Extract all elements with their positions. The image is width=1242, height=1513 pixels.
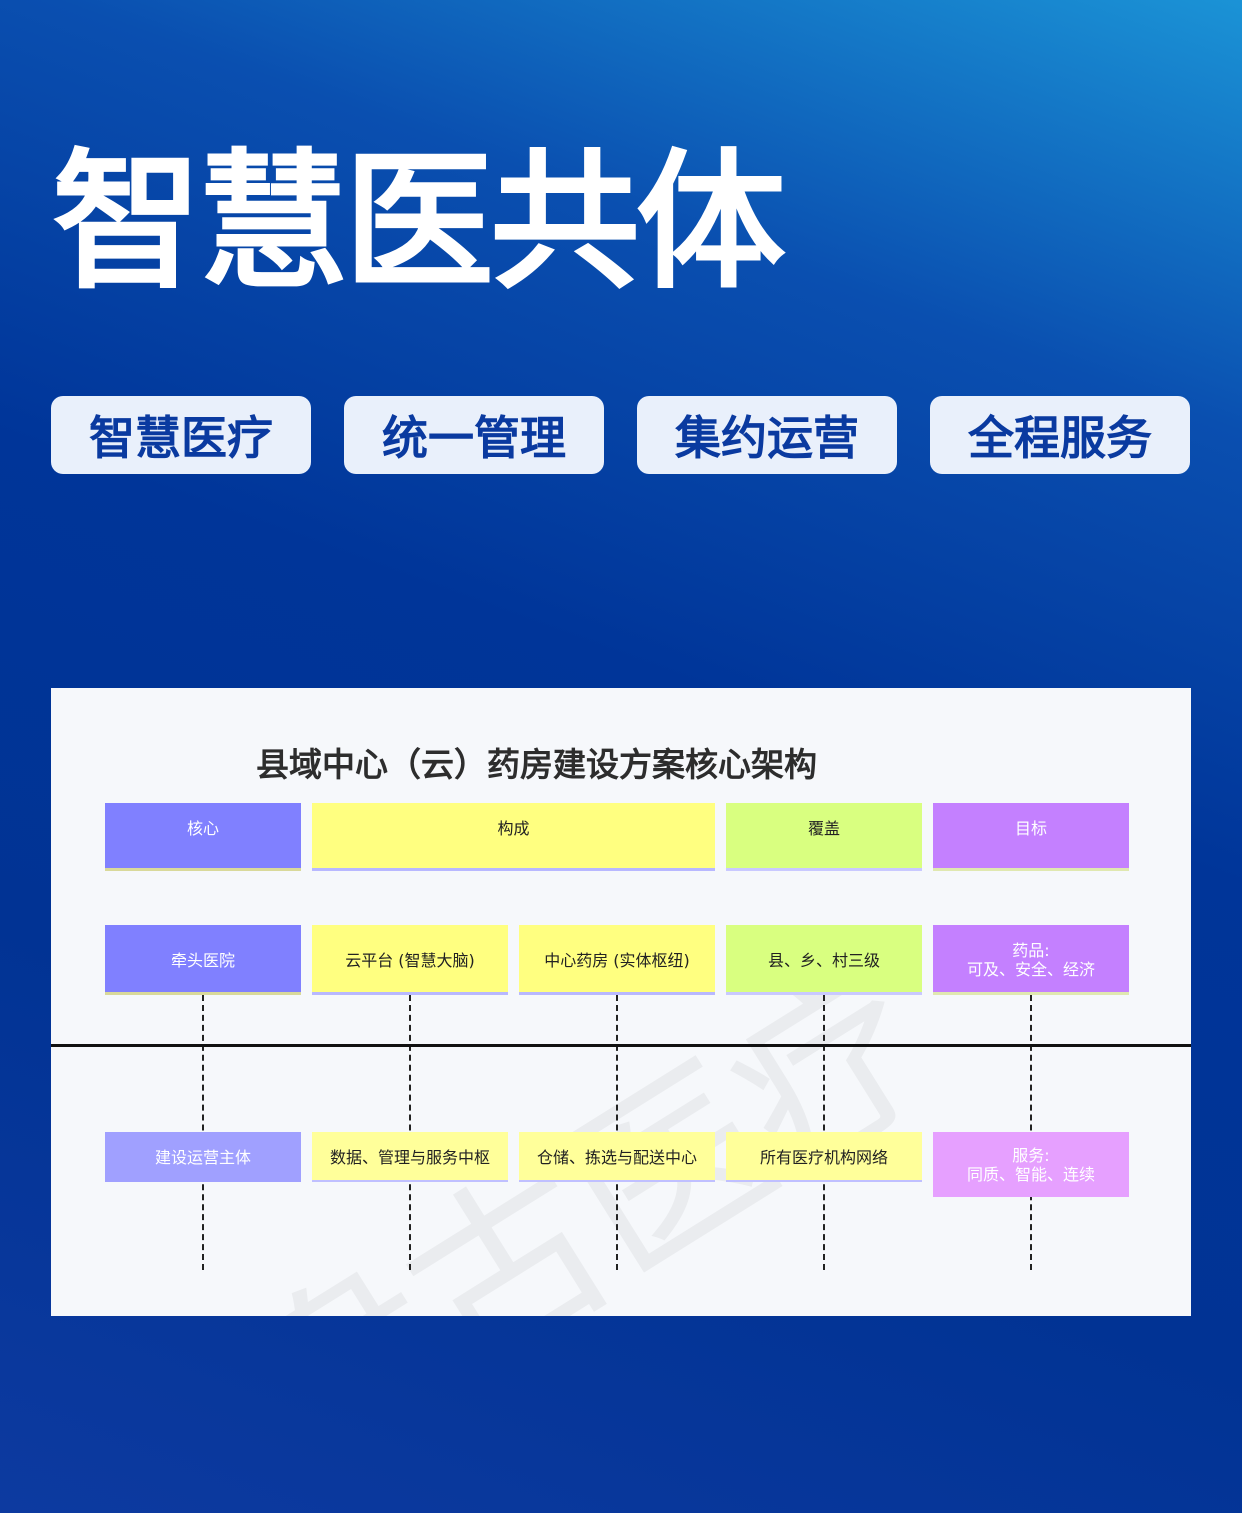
box-logistics-center: 仓储、拣选与配送中心 [519, 1132, 715, 1182]
header-goal: 目标 [933, 803, 1129, 871]
tag-smart-medical: 智慧医疗 [51, 396, 311, 474]
box-central-pharmacy: 中心药房 (实体枢纽) [519, 925, 715, 995]
architecture-diagram: 盘古医疗 县域中心（云）药房建设方案核心架构 核心 构成 覆盖 目标 牵头医院 … [51, 688, 1191, 1316]
box-service-goal: 服务:同质、智能、连续 [933, 1132, 1129, 1197]
header-composition: 构成 [312, 803, 715, 871]
box-lead-hospital: 牵头医院 [105, 925, 301, 995]
tag-unified-management: 统一管理 [344, 396, 604, 474]
divider-line [51, 1044, 1191, 1047]
header-core: 核心 [105, 803, 301, 871]
page-title: 智慧医共体 [52, 136, 786, 310]
diagram-title: 县域中心（云）药房建设方案核心架构 [256, 745, 817, 784]
box-data-hub: 数据、管理与服务中枢 [312, 1132, 508, 1182]
box-three-levels: 县、乡、村三级 [726, 925, 922, 995]
tag-intensive-operation: 集约运营 [637, 396, 897, 474]
box-cloud-platform: 云平台 (智慧大脑) [312, 925, 508, 995]
box-medical-network: 所有医疗机构网络 [726, 1132, 922, 1182]
box-drug-goal: 药品:可及、安全、经济 [933, 925, 1129, 995]
box-operator: 建设运营主体 [105, 1132, 301, 1182]
header-coverage: 覆盖 [726, 803, 922, 871]
tag-full-service: 全程服务 [930, 396, 1190, 474]
